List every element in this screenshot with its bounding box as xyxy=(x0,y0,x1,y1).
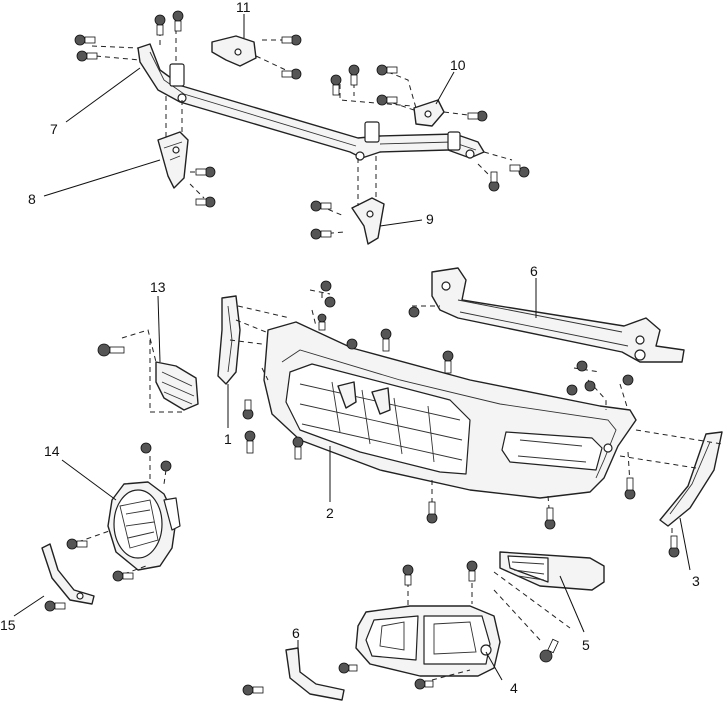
assembly-guide-lines xyxy=(77,20,723,681)
bolt xyxy=(442,350,454,374)
bumper-reinforcement xyxy=(431,267,685,363)
left-bumper-extension xyxy=(217,295,241,385)
bolt xyxy=(622,374,634,386)
callout-6-upper: 6 xyxy=(530,263,538,279)
turn-signal-lamp xyxy=(499,551,605,591)
upper-radiator-support xyxy=(137,43,485,161)
left-support-bracket xyxy=(157,131,189,189)
bolt xyxy=(140,442,152,454)
bolt xyxy=(338,662,358,674)
bolt xyxy=(74,34,96,46)
callout-14: 14 xyxy=(44,443,60,459)
bolt xyxy=(376,94,398,106)
bolt xyxy=(281,34,302,46)
bolt xyxy=(66,538,88,550)
bolt xyxy=(97,343,125,357)
callout-5: 5 xyxy=(582,637,590,653)
top-center-bracket xyxy=(211,35,257,67)
bolt xyxy=(544,507,556,530)
callout-9: 9 xyxy=(426,211,434,227)
bolt xyxy=(488,171,500,192)
bolt xyxy=(112,570,134,582)
lower-center-bracket xyxy=(351,197,385,245)
callout-3: 3 xyxy=(692,573,700,589)
bolt xyxy=(668,535,680,558)
callout-10: 10 xyxy=(450,57,466,73)
callout-15: 15 xyxy=(0,617,16,633)
bolt xyxy=(402,564,414,586)
bolt xyxy=(408,306,420,318)
callout-labels: 1 2 3 4 5 6 6 7 8 9 10 11 13 14 15 xyxy=(0,0,700,696)
bolt xyxy=(624,477,636,500)
bolt xyxy=(44,600,66,612)
bolt xyxy=(348,64,360,86)
bolt xyxy=(195,196,216,208)
bolt xyxy=(76,50,98,62)
bolt xyxy=(566,384,578,396)
bolt xyxy=(320,280,332,292)
callout-leaders xyxy=(13,14,691,681)
bolt xyxy=(242,399,254,420)
bolt xyxy=(380,328,392,352)
fog-lamp-bracket xyxy=(41,543,95,605)
bolt xyxy=(376,64,398,76)
bolt xyxy=(310,228,332,240)
headlamp-assembly xyxy=(355,605,501,677)
bolt xyxy=(576,360,588,372)
bolt xyxy=(172,10,184,32)
callout-7: 7 xyxy=(50,121,58,137)
callout-4: 4 xyxy=(510,680,518,696)
bolt xyxy=(195,166,216,178)
fasteners xyxy=(44,10,680,696)
bolt xyxy=(539,638,559,663)
bolt xyxy=(154,14,166,36)
bolt xyxy=(310,200,332,212)
bolt xyxy=(466,560,478,582)
bolt xyxy=(281,68,302,80)
bolt xyxy=(584,380,596,392)
callout-8: 8 xyxy=(28,191,36,207)
callout-6-lower: 6 xyxy=(292,625,300,641)
right-bumper-extension xyxy=(659,431,723,527)
bolt xyxy=(467,110,488,122)
bolt xyxy=(324,296,336,308)
callout-13: 13 xyxy=(150,279,166,295)
bolt xyxy=(317,313,327,331)
callout-1: 1 xyxy=(224,431,232,447)
bolt xyxy=(509,164,530,178)
callout-2: 2 xyxy=(326,505,334,521)
bolt xyxy=(330,74,342,96)
left-side-marker-lamp xyxy=(155,361,199,411)
bolt xyxy=(426,501,438,524)
callout-11: 11 xyxy=(236,0,251,15)
bolt xyxy=(160,460,172,472)
bolt xyxy=(242,684,264,696)
headlamp-filler-strip xyxy=(285,647,345,701)
bolt xyxy=(414,678,434,690)
bolt xyxy=(292,436,304,460)
bolt xyxy=(244,430,256,454)
front-bumper-cover xyxy=(263,321,637,499)
right-small-bracket xyxy=(413,99,445,127)
fog-lamp xyxy=(107,481,181,571)
bolt xyxy=(346,338,358,350)
